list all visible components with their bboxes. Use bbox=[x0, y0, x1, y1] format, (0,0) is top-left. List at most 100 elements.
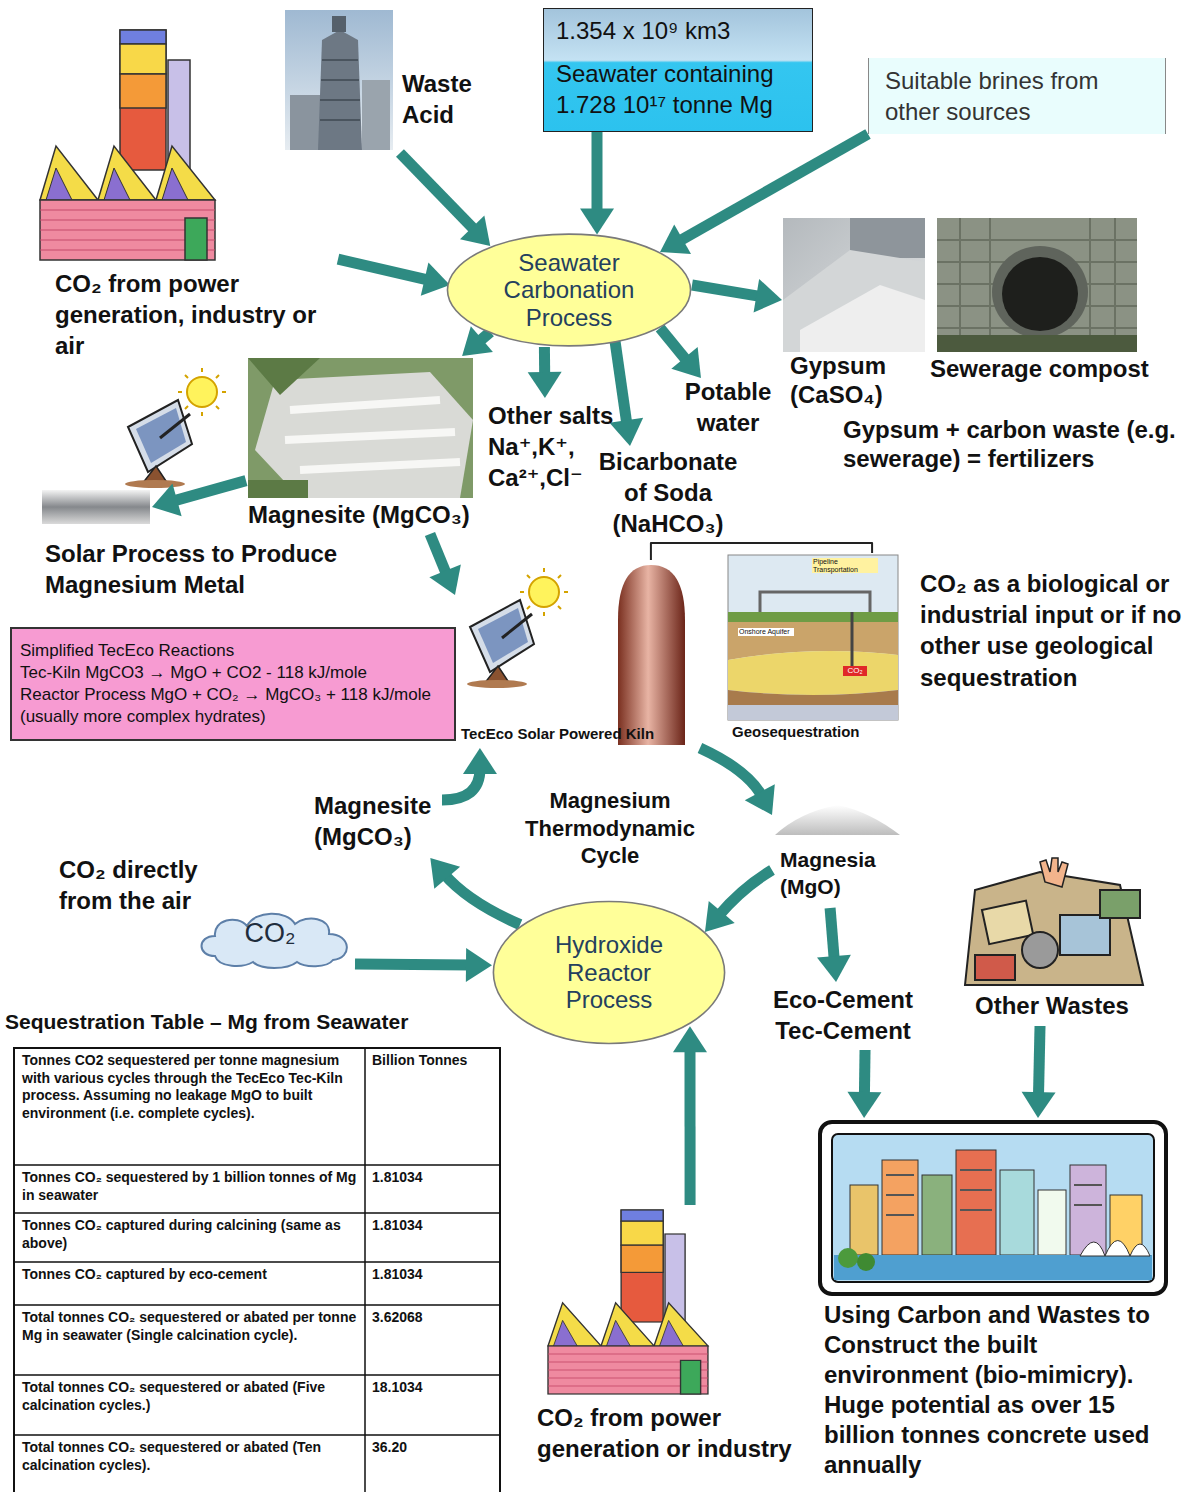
flow-line bbox=[700, 748, 762, 797]
city-picture bbox=[820, 1122, 1166, 1294]
table-cell: 1.81034 bbox=[372, 1266, 494, 1284]
node-text: Hydroxide Reactor Process bbox=[529, 931, 689, 1014]
flow-line bbox=[444, 874, 520, 925]
arrow-head bbox=[660, 224, 691, 254]
node-text: Using Carbon and Wastes to Construct the… bbox=[824, 1300, 1184, 1480]
node-text: Suitable brines from other sources bbox=[885, 65, 1149, 127]
arrow-head bbox=[460, 216, 490, 246]
node-text: Magnesia (MgO) bbox=[780, 846, 900, 901]
note-label: Gypsum + carbon waste (e.g. sewerage) = … bbox=[843, 416, 1185, 474]
product-label: Bicarbonate of Soda (NaHCO₃) bbox=[592, 446, 744, 546]
table-cell: Tonnes CO₂ sequestered by 1 billion tonn… bbox=[22, 1169, 358, 1204]
quarry-photo: Magnesite (MgCO₃) bbox=[246, 356, 484, 534]
flow-arrow bbox=[609, 341, 643, 446]
node-text: Solar Process to Produce Magnesium Metal bbox=[45, 538, 363, 600]
flow-line bbox=[1038, 1026, 1040, 1097]
cloud-shape bbox=[202, 914, 347, 968]
arrow-head bbox=[817, 955, 851, 982]
waste-acid-photo: Waste Acid bbox=[283, 8, 493, 153]
geosequestration-figure bbox=[728, 555, 898, 720]
brine-box: Suitable brines from other sources bbox=[868, 58, 1166, 134]
arrow-head bbox=[430, 858, 460, 889]
waste-pile: Other Wastes bbox=[955, 858, 1150, 1026]
flow-line bbox=[430, 534, 447, 576]
power-plant: CO₂ from power generation or industry bbox=[535, 1205, 810, 1475]
kiln-body bbox=[618, 565, 685, 745]
node-text: Waste Acid bbox=[402, 68, 490, 130]
table-grid bbox=[14, 1048, 500, 1492]
arrow-head bbox=[847, 1092, 881, 1118]
node-text: Geosequestration bbox=[732, 722, 900, 742]
flow-line bbox=[684, 1047, 695, 1205]
note-label: CO₂ as a biological or industrial input … bbox=[920, 568, 1185, 693]
magnesia-powder: Magnesia (MgO) bbox=[772, 800, 904, 908]
table-cell: Total tonnes CO₂ sequestered or abated (… bbox=[22, 1439, 358, 1474]
flow-line bbox=[830, 908, 834, 961]
flow-line bbox=[678, 134, 868, 242]
waste-acid-photo bbox=[285, 10, 393, 150]
arrow-head bbox=[754, 279, 782, 313]
figure-label: Onshore Aquifer bbox=[738, 628, 794, 636]
flow-arrow bbox=[430, 858, 520, 925]
flow-line bbox=[859, 1050, 871, 1097]
flow-arrow bbox=[692, 279, 782, 313]
flow-arrow bbox=[673, 1026, 707, 1205]
table-cell: Total tonnes CO₂ sequestered or abated p… bbox=[22, 1309, 358, 1344]
arrow-head bbox=[671, 347, 701, 378]
flow-arrow bbox=[660, 328, 701, 378]
node-text: Seawater Carbonation Process bbox=[484, 249, 654, 332]
arrow-head bbox=[463, 748, 497, 774]
node-text: Sewerage compost bbox=[930, 353, 1162, 384]
flow-line bbox=[355, 959, 471, 971]
flow-arrow bbox=[660, 134, 868, 254]
solar-kiln: TecEco Solar Powered Kiln bbox=[455, 560, 723, 748]
cycle-label: Magnesium Thermodynamic Cycle bbox=[510, 787, 710, 870]
factory-icon bbox=[548, 1210, 708, 1394]
table-cell: 18.1034 bbox=[372, 1379, 494, 1397]
factory-icon bbox=[40, 30, 215, 260]
gypsum-photo: Gypsum (CaSO₄) bbox=[782, 216, 927, 416]
gypsum-photo bbox=[783, 218, 925, 352]
process-ellipse: Seawater Carbonation Process bbox=[446, 233, 692, 347]
flow-line bbox=[338, 259, 430, 280]
flow-arrow bbox=[400, 153, 490, 246]
table-cell: 1.81034 bbox=[372, 1169, 494, 1187]
arrow-head bbox=[528, 372, 562, 398]
flow-line bbox=[592, 132, 603, 214]
node-text: CO₂ bbox=[215, 916, 325, 951]
node-text: Seawater containing 1.728 10¹⁷ tonne Mg bbox=[556, 58, 800, 120]
figure-label: CO₂ bbox=[843, 666, 867, 676]
geosequestration-figure: Geosequestration bbox=[726, 553, 902, 748]
cement-label: Eco-Cement Tec-Cement bbox=[762, 982, 924, 1050]
flow-arrow bbox=[442, 748, 497, 800]
node-text: Tec-Kiln MgCO3 → MgO + CO2 - 118 kJ/mole bbox=[20, 662, 367, 684]
magnesite-label: Magnesite (MgCO₃) bbox=[312, 788, 442, 858]
node-text: TecEco Solar Powered Kiln bbox=[461, 724, 686, 744]
magnesia-pile bbox=[775, 805, 900, 835]
table-cell: Billion Tonnes bbox=[372, 1052, 494, 1070]
process-ellipse: Hydroxide Reactor Process bbox=[492, 900, 726, 1045]
solar-dish-icon bbox=[125, 368, 226, 488]
node-text: CO₂ from power generation, industry or a… bbox=[55, 268, 337, 362]
table-cell: Total tonnes CO₂ sequestered or abated (… bbox=[22, 1379, 358, 1414]
table-cell: Tonnes CO₂ captured by eco-cement bbox=[22, 1266, 358, 1284]
arrow-head bbox=[421, 263, 450, 296]
flow-line bbox=[400, 153, 476, 231]
flow-arrow bbox=[817, 908, 851, 982]
quarry-photo bbox=[248, 358, 473, 498]
flow-arrow bbox=[355, 948, 492, 982]
arrow-head bbox=[745, 784, 775, 815]
node-text: Bicarbonate of Soda (NaHCO₃) bbox=[593, 446, 743, 540]
table-cell: Tonnes CO2 sequestered per tonne magnesi… bbox=[22, 1052, 358, 1122]
flow-arrow bbox=[847, 1050, 881, 1118]
node-text: Magnesite (MgCO₃) bbox=[314, 790, 442, 852]
node-text: Other Wastes bbox=[975, 990, 1150, 1021]
table-cell: 3.62068 bbox=[372, 1309, 494, 1327]
flow-line bbox=[615, 341, 627, 425]
node-text: Other salts Na⁺,K⁺, Ca²⁺,Cl⁻ bbox=[488, 400, 626, 494]
arrow-head bbox=[580, 208, 614, 234]
flow-arrow bbox=[1022, 1026, 1056, 1118]
flow-arrow bbox=[700, 748, 775, 815]
flow-line bbox=[692, 285, 761, 297]
